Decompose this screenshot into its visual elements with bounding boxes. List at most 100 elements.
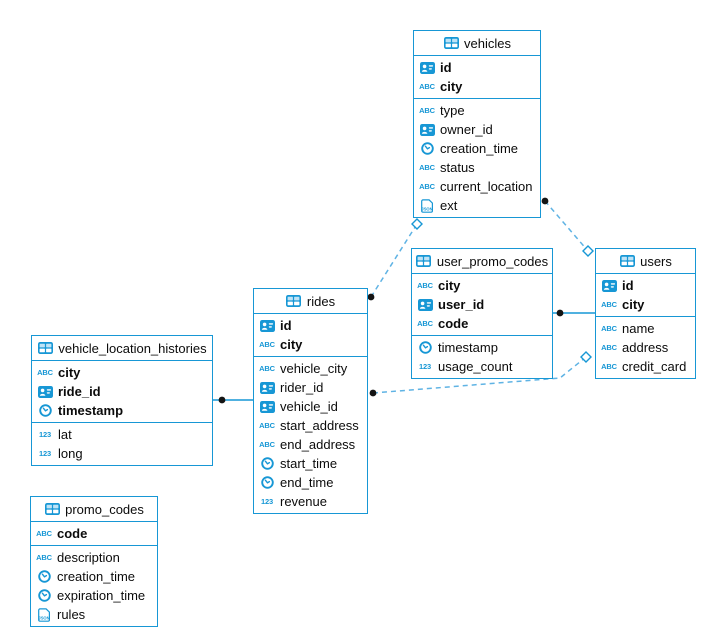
abc-icon: ABC — [259, 420, 275, 430]
connector-vehicles-users[interactable] — [544, 200, 589, 252]
table-title: user_promo_codes — [436, 253, 549, 269]
abc-icon: ABC — [419, 181, 435, 191]
field-name: id — [440, 60, 452, 75]
field-row-city[interactable]: ABC city — [596, 295, 695, 314]
svg-text:JSON: JSON — [38, 615, 49, 620]
abc-icon: ABC — [419, 81, 435, 91]
field-row-owner_id[interactable]: owner_id — [414, 120, 540, 139]
field-row-start_time[interactable]: start_time — [254, 454, 367, 473]
field-row-id[interactable]: id — [414, 58, 540, 77]
field-row-ext[interactable]: JSON ext — [414, 196, 540, 215]
field-row-id[interactable]: id — [254, 316, 367, 335]
field-row-creation_time[interactable]: creation_time — [31, 567, 157, 586]
table-header[interactable]: vehicle_location_histories — [32, 336, 212, 361]
diamond-marker — [580, 351, 592, 363]
svg-text:JSON: JSON — [421, 206, 432, 211]
abc-icon: ABC — [601, 361, 617, 371]
field-name: lat — [58, 427, 72, 442]
field-name: vehicle_id — [280, 399, 338, 414]
field-row-expiration_time[interactable]: expiration_time — [31, 586, 157, 605]
table-header[interactable]: users — [596, 249, 695, 274]
table-icon — [44, 503, 60, 515]
table-title: rides — [306, 293, 336, 309]
table-header[interactable]: vehicles — [414, 31, 540, 56]
abc-icon: ABC — [36, 552, 52, 562]
id-card-icon — [37, 385, 53, 398]
dot-marker — [367, 293, 375, 301]
field-name: user_id — [438, 297, 485, 312]
field-name: city — [622, 297, 645, 312]
field-row-creation_time[interactable]: creation_time — [414, 139, 540, 158]
field-name: city — [58, 365, 81, 380]
number-123-icon: 123 — [261, 496, 273, 506]
clock-icon — [259, 457, 275, 470]
field-name: code — [438, 316, 469, 331]
table-header[interactable]: promo_codes — [31, 497, 157, 522]
field-name: id — [622, 278, 634, 293]
number-123-icon: 123 — [39, 448, 51, 458]
field-name: ride_id — [58, 384, 101, 399]
table-title: vehicles — [464, 35, 511, 51]
table-icon — [443, 37, 459, 49]
table-header[interactable]: user_promo_codes — [412, 249, 552, 274]
field-row-user_id[interactable]: user_id — [412, 295, 552, 314]
field-name: id — [280, 318, 292, 333]
abc-icon: ABC — [601, 299, 617, 309]
connector-rides-users[interactable] — [372, 356, 587, 394]
field-row-ride_id[interactable]: ride_id — [32, 382, 212, 401]
clock-icon — [419, 142, 435, 155]
table-header[interactable]: rides — [254, 289, 367, 314]
id-card-icon — [417, 298, 433, 311]
field-name: rules — [57, 607, 86, 622]
field-row-rules[interactable]: JSON rules — [31, 605, 157, 624]
clock-icon — [259, 476, 275, 489]
field-row-end_time[interactable]: end_time — [254, 473, 367, 492]
field-row-timestamp[interactable]: timestamp — [32, 401, 212, 420]
id-card-icon — [419, 123, 435, 136]
dot-marker — [218, 396, 226, 404]
table-title: users — [640, 253, 672, 269]
field-row-id[interactable]: id — [596, 276, 695, 295]
abc-icon: ABC — [419, 105, 435, 115]
field-row-vehicle_id[interactable]: vehicle_id — [254, 397, 367, 416]
field-row-rider_id[interactable]: rider_id — [254, 378, 367, 397]
abc-icon: ABC — [259, 439, 275, 449]
field-name: ext — [440, 198, 458, 213]
field-name: timestamp — [438, 340, 498, 355]
field-row-timestamp[interactable]: timestamp — [412, 338, 552, 357]
